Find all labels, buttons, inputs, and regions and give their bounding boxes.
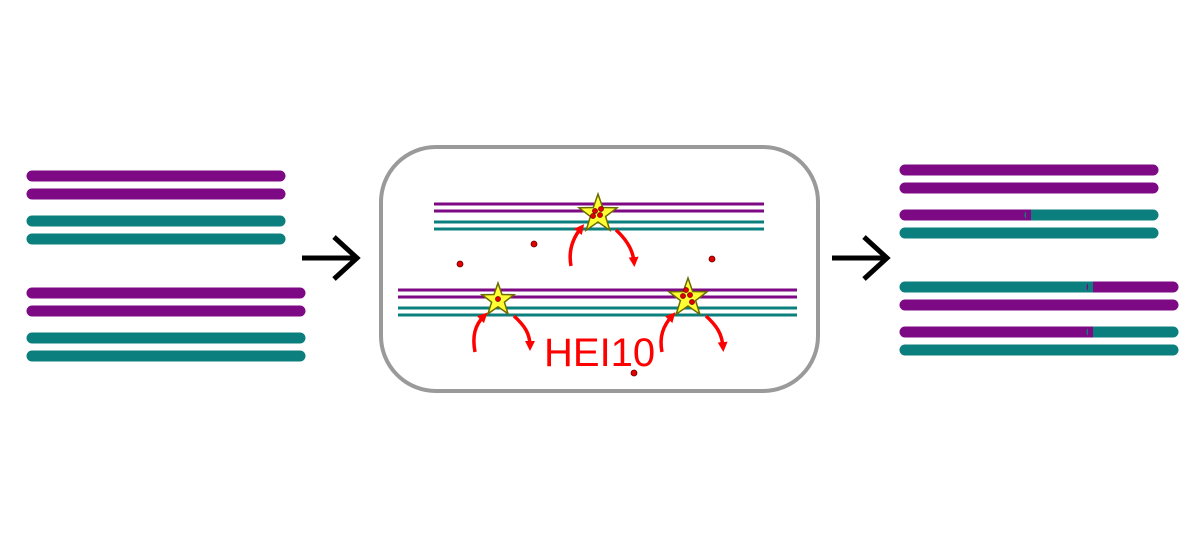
hei10-label: HEI10 <box>544 331 655 375</box>
curved-arrow-icon <box>472 224 728 353</box>
coarsening-panel: HEI10 <box>379 145 820 393</box>
homolog-pair-2-recombined <box>899 281 1179 356</box>
synapsed-bivalent-lower <box>398 288 797 317</box>
left-chromosome-group <box>26 170 306 362</box>
star-icon <box>479 280 517 316</box>
right-arrow-icon <box>832 235 891 281</box>
panel-border <box>379 145 820 393</box>
right-arrow-icon <box>302 235 361 281</box>
homolog-pair-2 <box>26 287 306 362</box>
right-chromosome-group <box>899 164 1179 356</box>
star-icon <box>666 275 710 317</box>
homolog-pair-1 <box>26 170 286 245</box>
homolog-pair-1-recombined <box>899 164 1159 239</box>
star-icon <box>576 191 620 233</box>
hei10-foci <box>456 240 716 377</box>
